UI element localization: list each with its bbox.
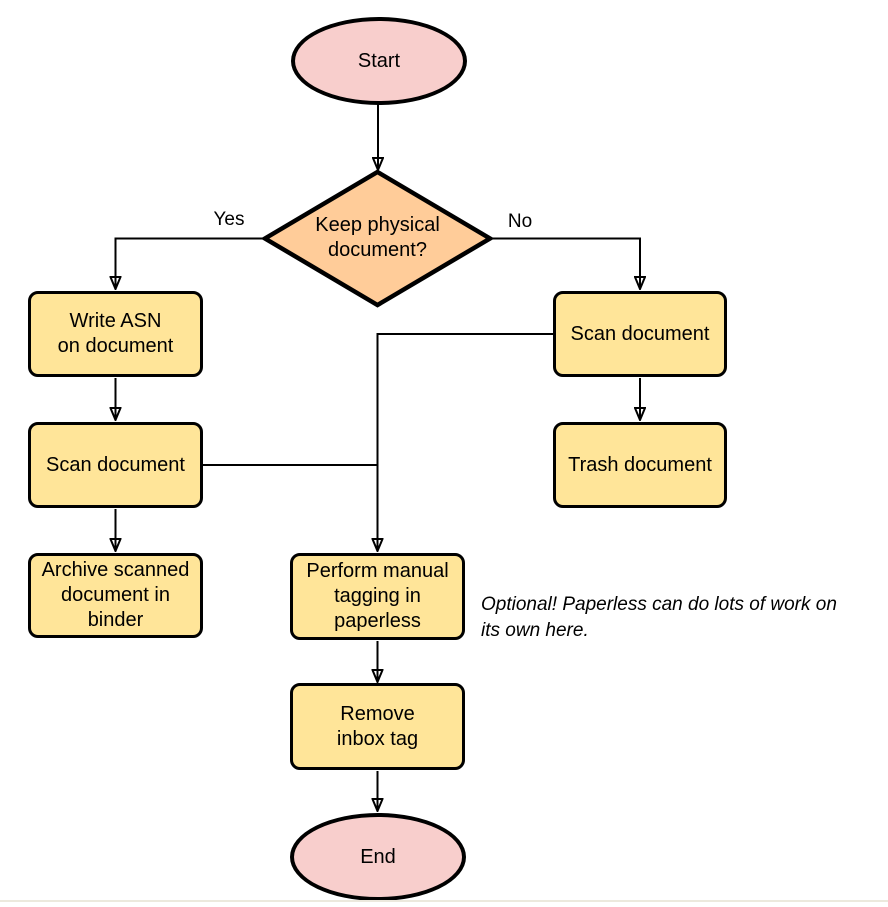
node-label: Keep physical document? [315, 214, 440, 261]
edge-decision-yes [116, 237, 265, 290]
node-manual-tagging: Perform manual tagging in paperless [290, 553, 465, 640]
edge-decision-no [490, 237, 640, 290]
node-archive-binder: Archive scanned document in binder [28, 553, 203, 638]
node-label: Scan document [570, 322, 710, 345]
node-label: Write ASN on document [57, 310, 174, 357]
node-label: Remove inbox tag [336, 702, 419, 750]
node-label: Start [357, 49, 401, 72]
node-trash-document: Trash document [553, 422, 727, 508]
node-write-asn: Write ASN on document [28, 291, 203, 377]
decision-diamond-shape [260, 169, 495, 308]
node-label: Trash document [568, 453, 712, 476]
node-scan-document-right: Scan document [553, 291, 727, 377]
bottom-hairline [0, 900, 888, 902]
optional-note: Optional! Paperless can do lots of work … [481, 594, 837, 641]
node-label: Scan document [46, 453, 185, 476]
node-end: End [290, 813, 466, 901]
node-start: Start [291, 17, 467, 105]
edge-label-yes: Yes [211, 209, 247, 231]
node-label: Archive scanned document in binder [41, 559, 190, 631]
node-label: Perform manual tagging in paperless [306, 560, 449, 632]
node-scan-document-left: Scan document [28, 422, 203, 508]
node-decision: Keep physical document? [277, 205, 478, 271]
edge-scanright-to-tagging [378, 333, 553, 551]
edge-label-no: No [505, 211, 535, 233]
node-label: End [360, 845, 396, 868]
node-remove-inbox-tag: Remove inbox tag [290, 683, 465, 770]
